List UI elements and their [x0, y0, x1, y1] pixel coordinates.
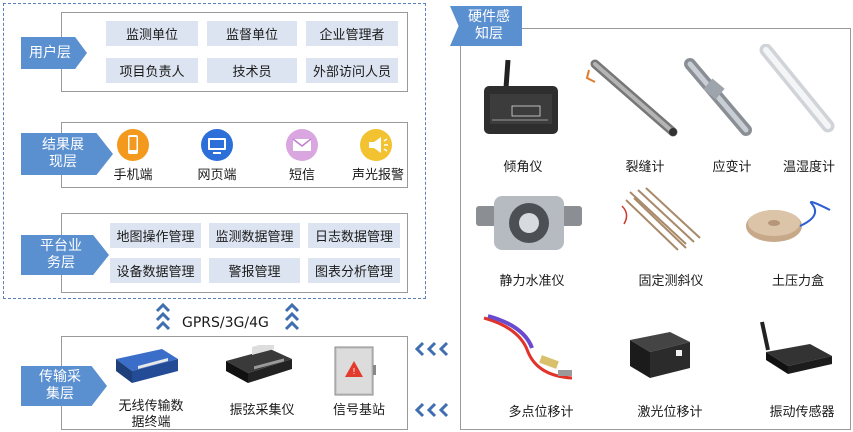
result-item-mobile: 手机端 [113, 168, 153, 183]
temp-humidity-meter-image [756, 43, 852, 144]
transmission-layer-label-text: 传输采集层 [39, 369, 81, 402]
transmission-item-station: 信号基站 [332, 403, 385, 418]
platform-layer-label: 平台业务层 [21, 235, 109, 275]
sensor-temp-humidity: 温湿度计 [782, 160, 835, 175]
sensor-crack-meter: 裂缝计 [625, 160, 665, 175]
sensor-multipoint-extensometer: 多点位移计 [508, 405, 574, 420]
user-item-project-leader: 项目负责人 [106, 58, 198, 83]
sensor-fixed-inclinometer: 固定测斜仪 [638, 274, 704, 289]
strain-gauge-image [676, 52, 772, 146]
up-arrows-right [284, 301, 300, 335]
earth-pressure-cell-image [742, 196, 842, 256]
sensor-earth-pressure-cell: 土压力盒 [771, 274, 824, 289]
result-item-alarm: 声光报警 [351, 168, 404, 183]
sensor-hydrostatic-level: 静力水准仪 [499, 274, 565, 289]
user-layer-label: 用户层 [21, 37, 87, 69]
vibrating-wire-collector-image [222, 341, 296, 391]
platform-item-map-ops: 地图操作管理 [110, 223, 201, 248]
network-label: GPRS/3G/4G [182, 315, 269, 331]
vibration-sensor-image [752, 318, 836, 382]
platform-item-monitoring-data: 监测数据管理 [209, 223, 300, 248]
platform-item-chart-analysis: 图表分析管理 [308, 258, 400, 283]
result-layer-label: 结果展现层 [21, 133, 113, 175]
web-icon [201, 128, 233, 166]
multipoint-extensometer-image [480, 312, 576, 390]
user-item-technician: 技术员 [207, 58, 297, 83]
platform-layer-label-text: 平台业务层 [40, 238, 82, 271]
alarm-icon [360, 128, 392, 166]
laser-displacement-image [624, 326, 696, 386]
left-arrows-lower [413, 402, 455, 422]
sensor-inclinometer: 倾角仪 [503, 160, 543, 175]
signal-station-image: ! [331, 343, 379, 403]
mobile-icon [117, 128, 149, 166]
sensor-vibration: 振动传感器 [769, 405, 835, 420]
sensor-strain-gauge: 应变计 [712, 160, 752, 175]
wireless-dtu-image [112, 345, 182, 391]
left-arrows-upper [413, 341, 455, 361]
software-layers-frame [3, 3, 426, 299]
user-item-supervision-unit: 监督单位 [207, 21, 297, 46]
user-item-monitoring-unit: 监测单位 [106, 21, 198, 46]
crack-meter-image [585, 56, 685, 144]
platform-item-log-data: 日志数据管理 [308, 223, 400, 248]
hardware-layer-label-text: 硬件感知层 [468, 9, 510, 42]
inclinometer-image [478, 58, 564, 142]
user-item-external-visitor: 外部访问人员 [306, 58, 398, 83]
platform-item-alarm-mgmt: 警报管理 [209, 258, 300, 283]
platform-item-device-data: 设备数据管理 [110, 258, 201, 283]
sms-icon [286, 128, 318, 166]
fixed-inclinometer-image [620, 184, 706, 260]
hardware-layer-label: 硬件感知层 [450, 6, 522, 46]
sensor-laser-displacement: 激光位移计 [637, 405, 703, 420]
transmission-item-collector: 振弦采集仪 [229, 403, 295, 418]
result-item-web: 网页端 [197, 168, 237, 183]
up-arrows-left [155, 301, 171, 335]
hydrostatic-level-image [474, 190, 584, 258]
transmission-item-dtu: 无线传输数据终端 [118, 399, 184, 430]
svg-text:!: ! [352, 367, 355, 376]
result-layer-panel [61, 122, 408, 188]
user-item-enterprise-manager: 企业管理者 [306, 21, 398, 46]
result-layer-label-text: 结果展现层 [42, 137, 84, 170]
result-item-sms: 短信 [288, 168, 315, 183]
transmission-layer-label: 传输采集层 [21, 366, 107, 406]
